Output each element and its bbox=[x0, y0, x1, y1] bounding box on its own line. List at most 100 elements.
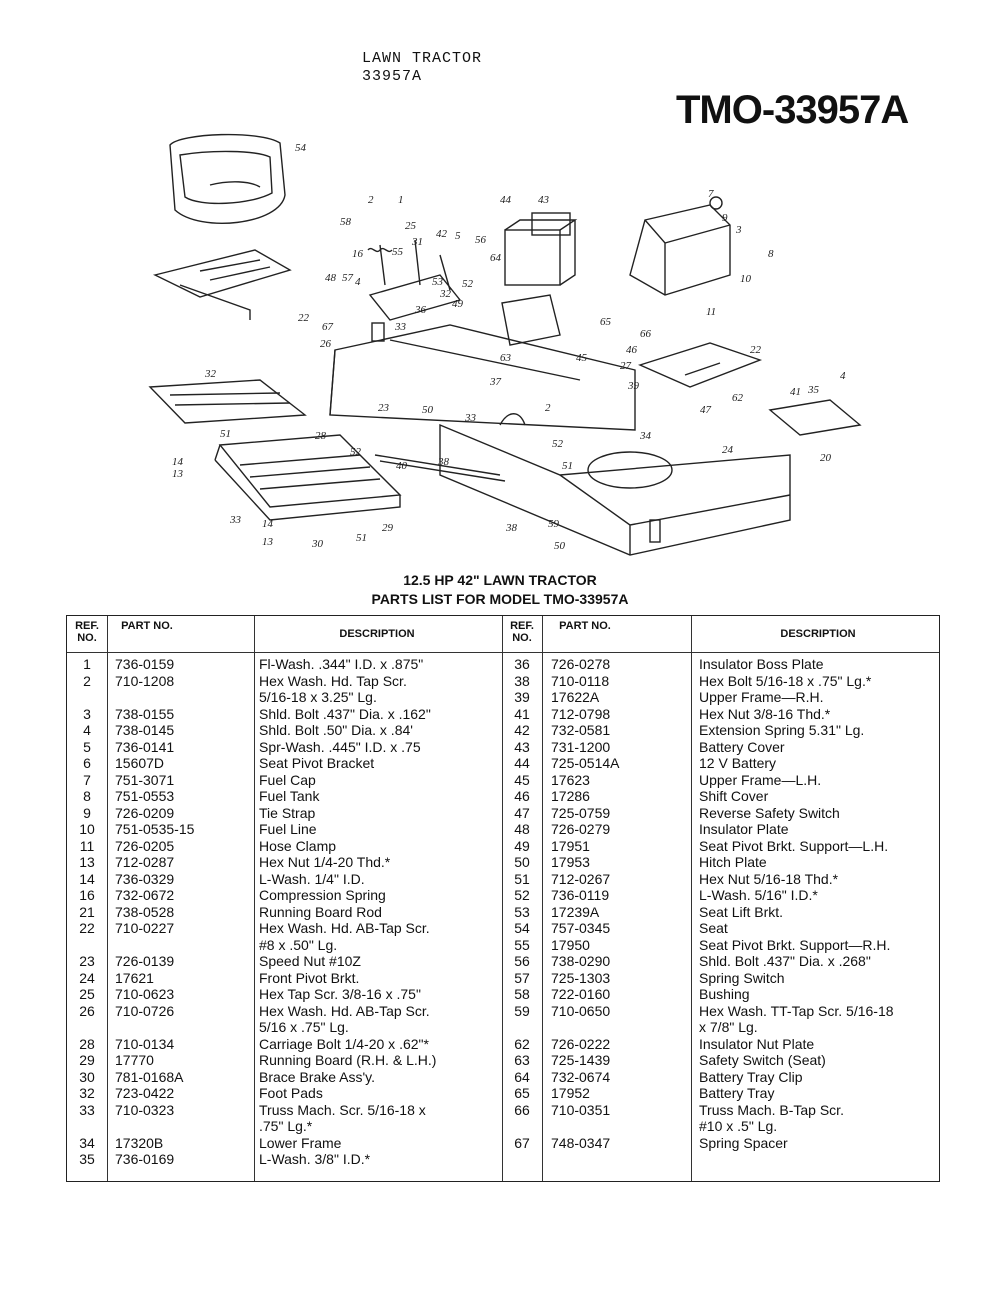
lower-frame-drawing bbox=[439, 423, 791, 556]
header-line-2: 33957A bbox=[362, 68, 423, 85]
description-cell: Tie Strap bbox=[259, 804, 316, 821]
ref-cell: 8 bbox=[83, 788, 91, 804]
description-cell: Battery Tray bbox=[699, 1085, 775, 1101]
callout: 25 bbox=[405, 220, 417, 232]
parts-table: REF. NO. PART NO. DESCRIPTION REF. NO. P… bbox=[66, 615, 940, 1182]
ref-cell: 6 bbox=[83, 755, 91, 771]
callout: 65 bbox=[600, 316, 612, 328]
part-number-cell: 710-0323 bbox=[115, 1101, 175, 1118]
description-cell: Seat Pivot Brkt. Support—L.H. bbox=[699, 837, 889, 854]
callout: 38 bbox=[437, 456, 450, 468]
part-number-cell: 738-0155 bbox=[115, 705, 175, 722]
callout: 42 bbox=[436, 228, 448, 240]
ref-cell: 13 bbox=[79, 854, 95, 870]
ref-cell: 2 bbox=[83, 672, 91, 689]
part-number-cell: 736-0141 bbox=[115, 738, 175, 755]
header-desc-left: DESCRIPTION bbox=[339, 628, 415, 640]
description-cell: Front Pivot Brkt. bbox=[259, 969, 360, 986]
description-cell: Truss Mach. B-Tap Scr. bbox=[699, 1101, 844, 1118]
callout: 22 bbox=[298, 312, 310, 324]
description-cell: Hex Tap Scr. 3/8-16 x .75" bbox=[259, 986, 421, 1002]
description-cell: L-Wash. 1/4" I.D. bbox=[259, 870, 365, 887]
ref-cell: 34 bbox=[79, 1134, 95, 1151]
callout: 57 bbox=[342, 272, 354, 284]
ref-cell: 1 bbox=[83, 656, 91, 672]
part-number-cell: 738-0290 bbox=[551, 953, 611, 969]
header-part-right: PART NO. bbox=[559, 620, 611, 632]
part-number-cell: 723-0422 bbox=[115, 1085, 175, 1101]
description-cell: Hose Clamp bbox=[259, 837, 337, 854]
callout: 14 bbox=[172, 456, 184, 468]
column-divider bbox=[254, 616, 255, 1181]
description-cell: Fuel Cap bbox=[259, 771, 316, 788]
callout: 49 bbox=[452, 298, 464, 310]
callout: 4 bbox=[840, 370, 846, 382]
ref-cell: 36 bbox=[514, 656, 530, 672]
description-cell: Bushing bbox=[699, 986, 750, 1002]
description-cell: 5/16-18 x 3.25" Lg. bbox=[259, 689, 377, 705]
ref-cell: 66 bbox=[514, 1101, 530, 1118]
description-cell: Insulator Boss Plate bbox=[699, 656, 824, 672]
ref-cell: 11 bbox=[79, 837, 95, 854]
part-number-cell: 738-0528 bbox=[115, 903, 175, 920]
part-number-cell: 17952 bbox=[551, 1085, 590, 1101]
column-divider bbox=[502, 616, 503, 1181]
description-cell: .75" Lg.* bbox=[259, 1118, 313, 1134]
callout: 2 bbox=[368, 194, 374, 206]
seat-bracket-drawing bbox=[152, 249, 292, 320]
description-cell: #10 x .5" Lg. bbox=[699, 1118, 778, 1134]
ref-cell: 5 bbox=[83, 738, 91, 755]
description-cell: Running Board Rod bbox=[259, 903, 382, 920]
ref-cell: 45 bbox=[514, 771, 530, 788]
ref-cell: 29 bbox=[79, 1052, 95, 1068]
callout: 55 bbox=[392, 246, 404, 258]
description-cell: Extension Spring 5.31" Lg. bbox=[699, 722, 865, 738]
ref-cell: 3 bbox=[83, 705, 91, 722]
callout: 56 bbox=[475, 234, 487, 246]
diagram-callouts: 54 58 2 1 25 16 55 31 42 5 56 44 43 7 9 … bbox=[172, 142, 846, 552]
part-number-cell: 726-0139 bbox=[115, 953, 175, 969]
callout: 63 bbox=[500, 352, 512, 364]
part-number-cell: 725-1303 bbox=[551, 969, 611, 986]
ref-cell: 4 bbox=[83, 722, 91, 738]
callout: 52 bbox=[462, 278, 474, 290]
callout: 37 bbox=[489, 376, 502, 388]
ref-cell: 22 bbox=[79, 920, 95, 936]
running-board-drawing bbox=[214, 434, 402, 521]
part-number-cell: 710-0118 bbox=[551, 672, 610, 689]
table-row: #10 x .5" Lg. bbox=[67, 1118, 939, 1135]
callout: 67 bbox=[322, 321, 334, 333]
description-cell: Speed Nut #10Z bbox=[259, 953, 361, 969]
description-cell: Insulator Plate bbox=[699, 821, 789, 837]
seat-drawing bbox=[169, 133, 286, 224]
description-cell: Hex Wash. Hd. AB-Tap Scr. bbox=[259, 920, 430, 936]
callout: 40 bbox=[396, 460, 408, 472]
description-cell: Hex Wash. Hd. Tap Scr. bbox=[259, 672, 407, 689]
part-number-cell: 17953 bbox=[551, 854, 590, 870]
ref-cell: 21 bbox=[79, 903, 95, 920]
description-cell: Seat Lift Brkt. bbox=[699, 903, 784, 920]
description-cell: Foot Pads bbox=[259, 1085, 323, 1101]
callout: 44 bbox=[500, 194, 512, 206]
